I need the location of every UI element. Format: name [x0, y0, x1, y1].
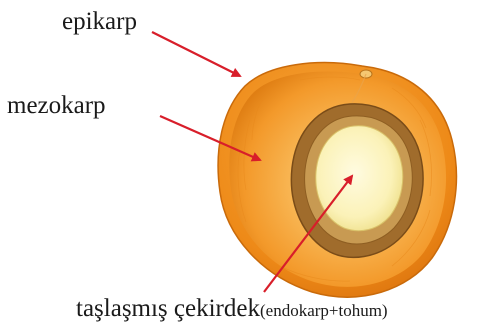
label-seed-main: taşlaşmış çekirdek [76, 295, 260, 322]
label-seed: taşlaşmış çekirdek(endokarp+tohum) [76, 296, 388, 321]
label-mezokarp: mezokarp [7, 93, 106, 118]
seed [316, 126, 403, 231]
arrow-epikarp [152, 32, 240, 76]
label-epikarp: epikarp [62, 9, 137, 34]
label-seed-sub: (endokarp+tohum) [260, 301, 388, 320]
